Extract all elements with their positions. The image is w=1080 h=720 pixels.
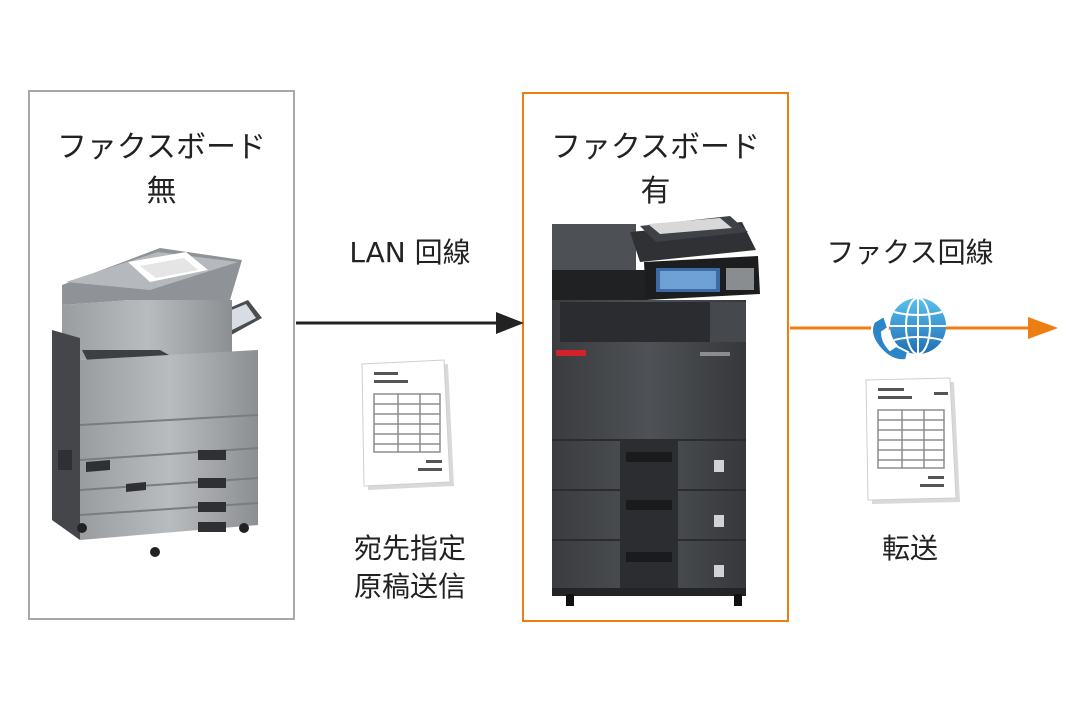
fax-board-status-left: 無 [146,174,177,209]
fax-board-title-left: ファクスボード [56,130,267,165]
fax-board-title-right: ファクスボード [550,130,761,165]
lan-arrow-icon [296,312,524,334]
globe-phone-icon [871,297,946,362]
fax-board-status-right: 有 [640,174,671,209]
multifunction-printer-right-icon [552,216,760,606]
forwarded-document-icon [865,377,960,504]
sent-document-icon [361,359,454,490]
sent-document-label-2: 原稿送信 [353,570,466,603]
sent-document-label-1: 宛先指定 [353,532,466,565]
forward-label: 転送 [881,532,938,565]
lan-line-label: LAN 回線 [349,236,471,269]
multifunction-printer-left-icon [52,248,262,557]
fax-line-label: ファクス回線 [826,236,994,269]
